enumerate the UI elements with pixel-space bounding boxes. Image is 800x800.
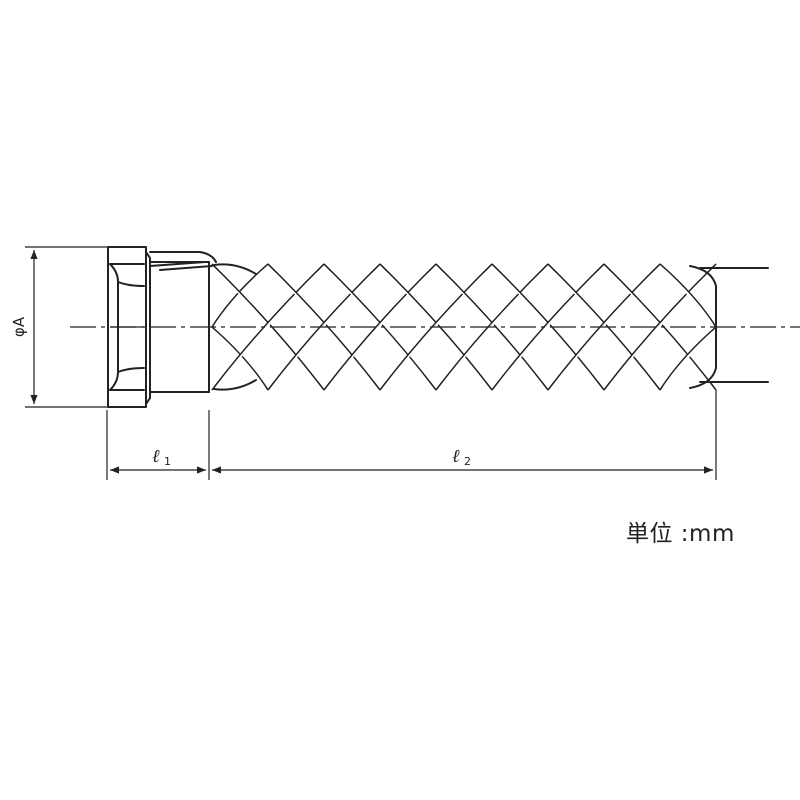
svg-text:1: 1 — [164, 455, 171, 468]
extension-lines — [25, 246, 717, 480]
hose — [699, 267, 769, 383]
length2-label: ℓ 2 — [452, 446, 471, 468]
svg-text:ℓ: ℓ — [452, 446, 460, 467]
wire-mesh-grip — [211, 263, 717, 391]
unit-note: 単位 :mm — [626, 521, 735, 547]
length1-label: ℓ 1 — [152, 446, 171, 468]
svg-text:2: 2 — [464, 455, 471, 468]
svg-text:ℓ: ℓ — [152, 446, 160, 467]
dimension-lines — [30, 250, 713, 474]
diameter-label: φA — [10, 316, 28, 337]
